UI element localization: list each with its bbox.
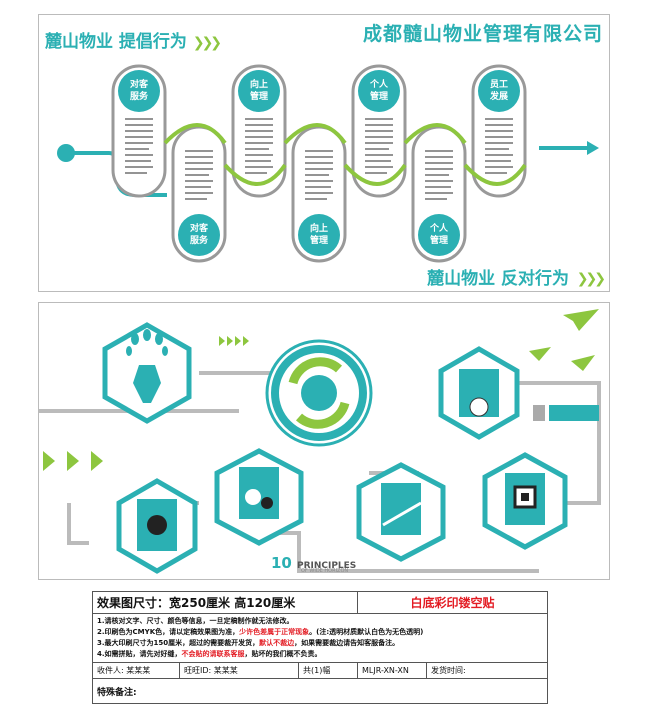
top-item-label: 个人管理 xyxy=(369,80,388,102)
note-line: 3.最大印刷尺寸为150厘米，超过的需要裁开发货，默认不裁边，如果需要裁边请告知… xyxy=(97,639,400,647)
top-item-label: 向上管理 xyxy=(249,80,268,102)
wangwang-field: 旺旺ID: 某某某 xyxy=(179,662,299,679)
top-item-label: 对客服务 xyxy=(129,80,148,102)
note-line: 4.如需拼贴，请先对好缝，不会贴的请联系客服，贴坏的我们概不负责。 xyxy=(97,650,322,658)
oppose-title: 麓山物业 反对行为 xyxy=(427,269,569,289)
code-field: MLJR-XN-XN xyxy=(357,662,427,679)
bottom-item-label: 向上管理 xyxy=(309,224,328,246)
principles-board: 10 PRINCIPLES OF WIDE HORIZON xyxy=(38,302,610,580)
notes-block: 1.请核对文字、尺寸、颜色等信息，一旦定稿制作就无法修改。 2.印刷色为CMYK… xyxy=(92,613,548,663)
note-line: 2.印刷色为CMYK色，请以定稿效果图为准，少许色差属于正常现象。(注:透明材质… xyxy=(97,628,424,636)
company-name: 成都髓山物业管理有限公司 xyxy=(362,23,603,45)
arrow-chevrons-icon: ❯❯❯ xyxy=(192,35,222,51)
promote-title: 麓山物业 提倡行为 ❯❯❯ xyxy=(45,32,222,52)
special-note: 特殊备注: xyxy=(92,678,548,704)
count-field: 共(1)幅 xyxy=(298,662,358,679)
principles-caption: 10 PRINCIPLES OF WIDE HORIZON xyxy=(271,554,357,574)
arrow-chevrons-icon: ❯❯❯ xyxy=(576,271,606,287)
recipient-field: 收件人: 某某某 xyxy=(92,662,180,679)
top-item-label: 员工发展 xyxy=(489,80,508,102)
ship-time-field: 发货时间: xyxy=(426,662,548,679)
timeline-graphic xyxy=(57,64,599,263)
print-type: 白底彩印镂空贴 xyxy=(357,591,548,614)
bottom-item-label: 个人管理 xyxy=(429,224,448,246)
behavior-board: 成都髓山物业管理有限公司 麓山物业 提倡行为 ❯❯❯ 麓山物业 反对行为 ❯❯❯ xyxy=(38,14,610,292)
bottom-item-label: 对客服务 xyxy=(189,224,208,246)
size-label: 效果图尺寸：宽250厘米 高120厘米 xyxy=(92,591,358,614)
note-line: 1.请核对文字、尺寸、颜色等信息，一旦定稿制作就无法修改。 xyxy=(97,617,294,625)
spec-sheet: 效果图尺寸：宽250厘米 高120厘米 白底彩印镂空贴 1.请核对文字、尺寸、颜… xyxy=(92,591,548,704)
principles-graphic xyxy=(39,309,601,574)
